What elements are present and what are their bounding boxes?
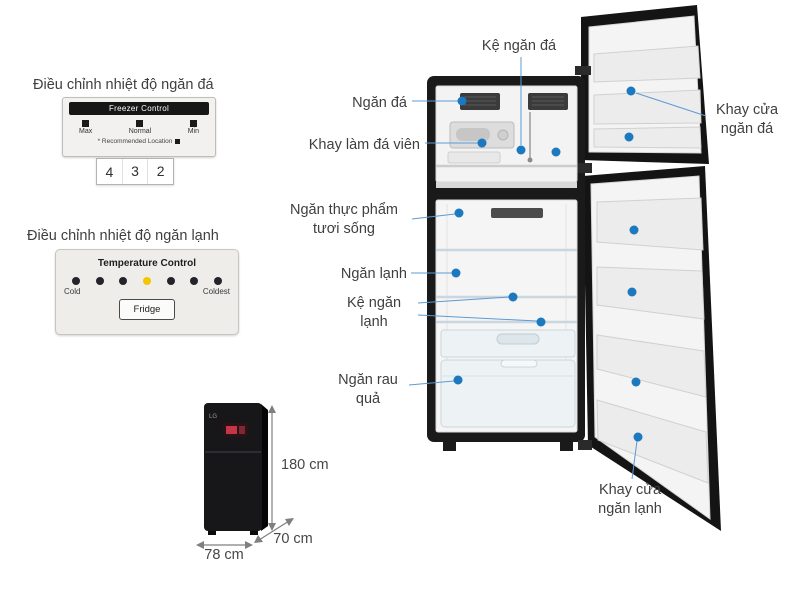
depth-dimension-label: 70 cm (273, 531, 313, 547)
dot-khay-cua-ngan-lanh-2 (627, 287, 637, 297)
dot-ngan-da (457, 96, 467, 106)
freezer-recommended-note: * Recommended Location (63, 135, 215, 145)
temperature-end-labels: Cold Coldest (56, 285, 238, 296)
dot-ke-ngan-da (516, 145, 526, 155)
scale-mark-min (189, 120, 197, 127)
dot-khay-cua-ngan-lanh-3 (631, 377, 641, 387)
dial-digit-1: 4 (105, 163, 114, 180)
scale-label-min: Min (187, 128, 199, 135)
dimension-arrows (203, 412, 290, 546)
scale-label-normal: Normal (128, 128, 152, 135)
dot-khay-cua-ngan-lanh-4 (633, 432, 643, 442)
dot-khay-cua-ngan-da-1 (626, 86, 636, 96)
callout-khay-lam-da-vien: Khay làm đá viên (308, 137, 420, 153)
main-fridge-illustration (427, 5, 721, 531)
scale-mark-max (82, 120, 90, 127)
line-ke-ngan-lanh-2 (417, 314, 538, 322)
dot-khay-lam-da-vien-2 (551, 147, 561, 157)
temp-dot-active (142, 277, 151, 285)
temp-dot (119, 277, 128, 285)
callout-ke-ngan-lanh: Kệ ngăn lạnh (346, 295, 402, 330)
freezer-recommended-mark (175, 139, 181, 144)
callout-ngan-lanh: Ngăn lạnh (340, 266, 407, 282)
fridge-door-open (583, 166, 721, 531)
temperature-dots (56, 269, 238, 285)
line-khay-cua-ngan-lanh (631, 440, 638, 480)
temp-dot (166, 277, 175, 285)
callout-lines (408, 57, 707, 480)
callout-khay-cua-ngan-lanh: Khay cửa ngăn lạnh (598, 482, 662, 517)
height-dimension-label: 180 cm (281, 457, 329, 473)
line-khay-cua-ngan-da (635, 92, 707, 117)
dial-digit-3: 2 (147, 159, 173, 184)
scale-label-max: Max (79, 128, 93, 135)
temp-dot (190, 277, 199, 285)
freezer-interior (435, 85, 578, 188)
fridge-button: Fridge (119, 299, 175, 320)
coldest-label: Coldest (202, 287, 230, 296)
callout-ngan-rau-qua: Ngăn rau quả (338, 372, 398, 407)
temperature-control-panel: Temperature Control Cold Coldest Fridge (55, 249, 239, 335)
freezer-control-heading: Điều chỉnh nhiệt độ ngăn đá (33, 77, 214, 93)
callout-ngan-thuc-pham: Ngăn thực phẩm tươi sống (289, 202, 399, 237)
freezer-dial-window: 4 3 2 (96, 158, 174, 185)
freezer-recommended-text: * Recommended Location (97, 138, 173, 145)
callout-ke-ngan-da: Kệ ngăn đá (481, 38, 557, 54)
line-ngan-thuc-pham (411, 213, 456, 220)
dot-ngan-lanh (451, 268, 461, 278)
callout-dots (451, 86, 643, 442)
dot-ngan-rau-qua (453, 375, 463, 385)
temperature-control-title: Temperature Control (97, 258, 197, 269)
mini-fridge-illustration: LG (204, 403, 268, 535)
temp-dot (72, 277, 80, 285)
cold-label: Cold (64, 287, 81, 296)
fridge-interior (435, 199, 578, 433)
freezer-control-panel: Freezer Control Max Normal Min * Recomme… (62, 97, 216, 157)
mini-fridge-logo: LG (209, 414, 217, 420)
depth-arrow (258, 520, 290, 541)
freezer-control-scale: Max Normal Min (63, 115, 215, 135)
dimension-arrowheads (196, 405, 294, 549)
freezer-door-open (581, 5, 709, 164)
width-dimension-label: 78 cm (204, 547, 244, 563)
temp-dot (213, 277, 222, 285)
dot-khay-lam-da-vien-1 (477, 138, 487, 148)
line-ke-ngan-lanh-1 (417, 296, 510, 304)
dot-ngan-thuc-pham (454, 208, 464, 218)
dot-ke-ngan-lanh-1 (508, 292, 518, 302)
dot-ke-ngan-lanh-2 (536, 317, 546, 327)
line-ngan-rau-qua (408, 380, 455, 386)
freezer-control-panel-title: Freezer Control (69, 102, 209, 115)
scale-mark-normal (136, 120, 144, 127)
temp-dot (95, 277, 104, 285)
dial-digit-2: 3 (121, 159, 148, 184)
dot-khay-cua-ngan-da-2 (624, 132, 634, 142)
callout-ngan-da: Ngăn đá (352, 95, 407, 111)
callout-khay-cua-ngan-da: Khay cửa ngăn đá (715, 102, 779, 137)
fridge-control-heading: Điều chỉnh nhiệt độ ngăn lạnh (27, 228, 219, 244)
dot-khay-cua-ngan-lanh-1 (629, 225, 639, 235)
